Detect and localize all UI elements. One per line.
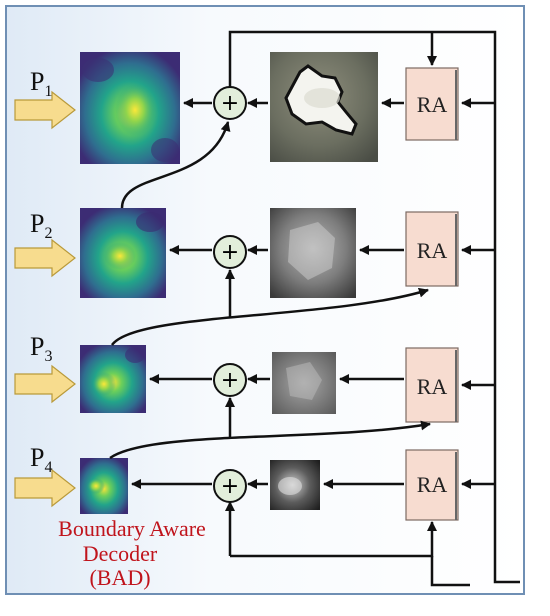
heatmap-1	[80, 52, 180, 164]
caption-line-3: (BAD)	[89, 565, 150, 590]
bottom-input-stub	[430, 556, 470, 587]
curved-connections	[109, 121, 431, 460]
input-arrow-2	[14, 238, 76, 278]
sum-node-3: +	[213, 363, 247, 397]
ra-block-4: RA	[405, 449, 459, 521]
sum-nodes: + + + +	[213, 86, 247, 503]
caption-line-1: Boundary Aware	[58, 516, 206, 541]
sum-symbol-3: +	[221, 368, 239, 393]
top-feedback-loop	[228, 30, 520, 584]
heatmap-3	[80, 345, 146, 413]
ra-label-4: RA	[417, 472, 448, 497]
sum-node-2: +	[213, 235, 247, 269]
bottom-to-ra4	[230, 521, 437, 558]
caption-line-2: Decoder	[83, 541, 158, 566]
flow-arrows	[131, 98, 404, 489]
feedback-paths	[225, 30, 520, 587]
pyramid-labels: P1 P2 P3 P4	[30, 67, 52, 476]
input-arrow-4	[14, 468, 76, 508]
input-arrow-3	[14, 364, 76, 404]
p1-label: P1	[30, 67, 52, 100]
input-arrow-1	[14, 90, 76, 130]
p3-label: P3	[30, 332, 52, 365]
ra-blocks: RA RA RA RA	[405, 67, 459, 521]
ra-block-2: RA	[405, 211, 459, 287]
image-tile-4	[270, 460, 320, 510]
decoder-caption: Boundary Aware Decoder (BAD)	[58, 516, 206, 590]
input-arrows	[14, 90, 76, 508]
ra-label-2: RA	[417, 238, 448, 263]
ra-label-3: RA	[417, 374, 448, 399]
p2-label: P2	[30, 209, 52, 242]
sum-symbol-4: +	[221, 474, 239, 499]
sum-node-1: +	[213, 86, 247, 120]
sum-node-4: +	[213, 469, 247, 503]
heatmap-2	[80, 208, 166, 298]
sum-symbol-1: +	[221, 91, 239, 116]
p4-label: P4	[30, 443, 52, 476]
ra-label-1: RA	[417, 92, 448, 117]
image-tile-2	[270, 208, 356, 298]
heatmap-4	[80, 458, 128, 514]
image-tile-3	[272, 352, 336, 414]
sum-symbol-2: +	[221, 240, 239, 265]
ra-block-1: RA	[405, 67, 459, 141]
ra-block-3: RA	[405, 347, 459, 423]
image-tile-1	[270, 52, 378, 162]
